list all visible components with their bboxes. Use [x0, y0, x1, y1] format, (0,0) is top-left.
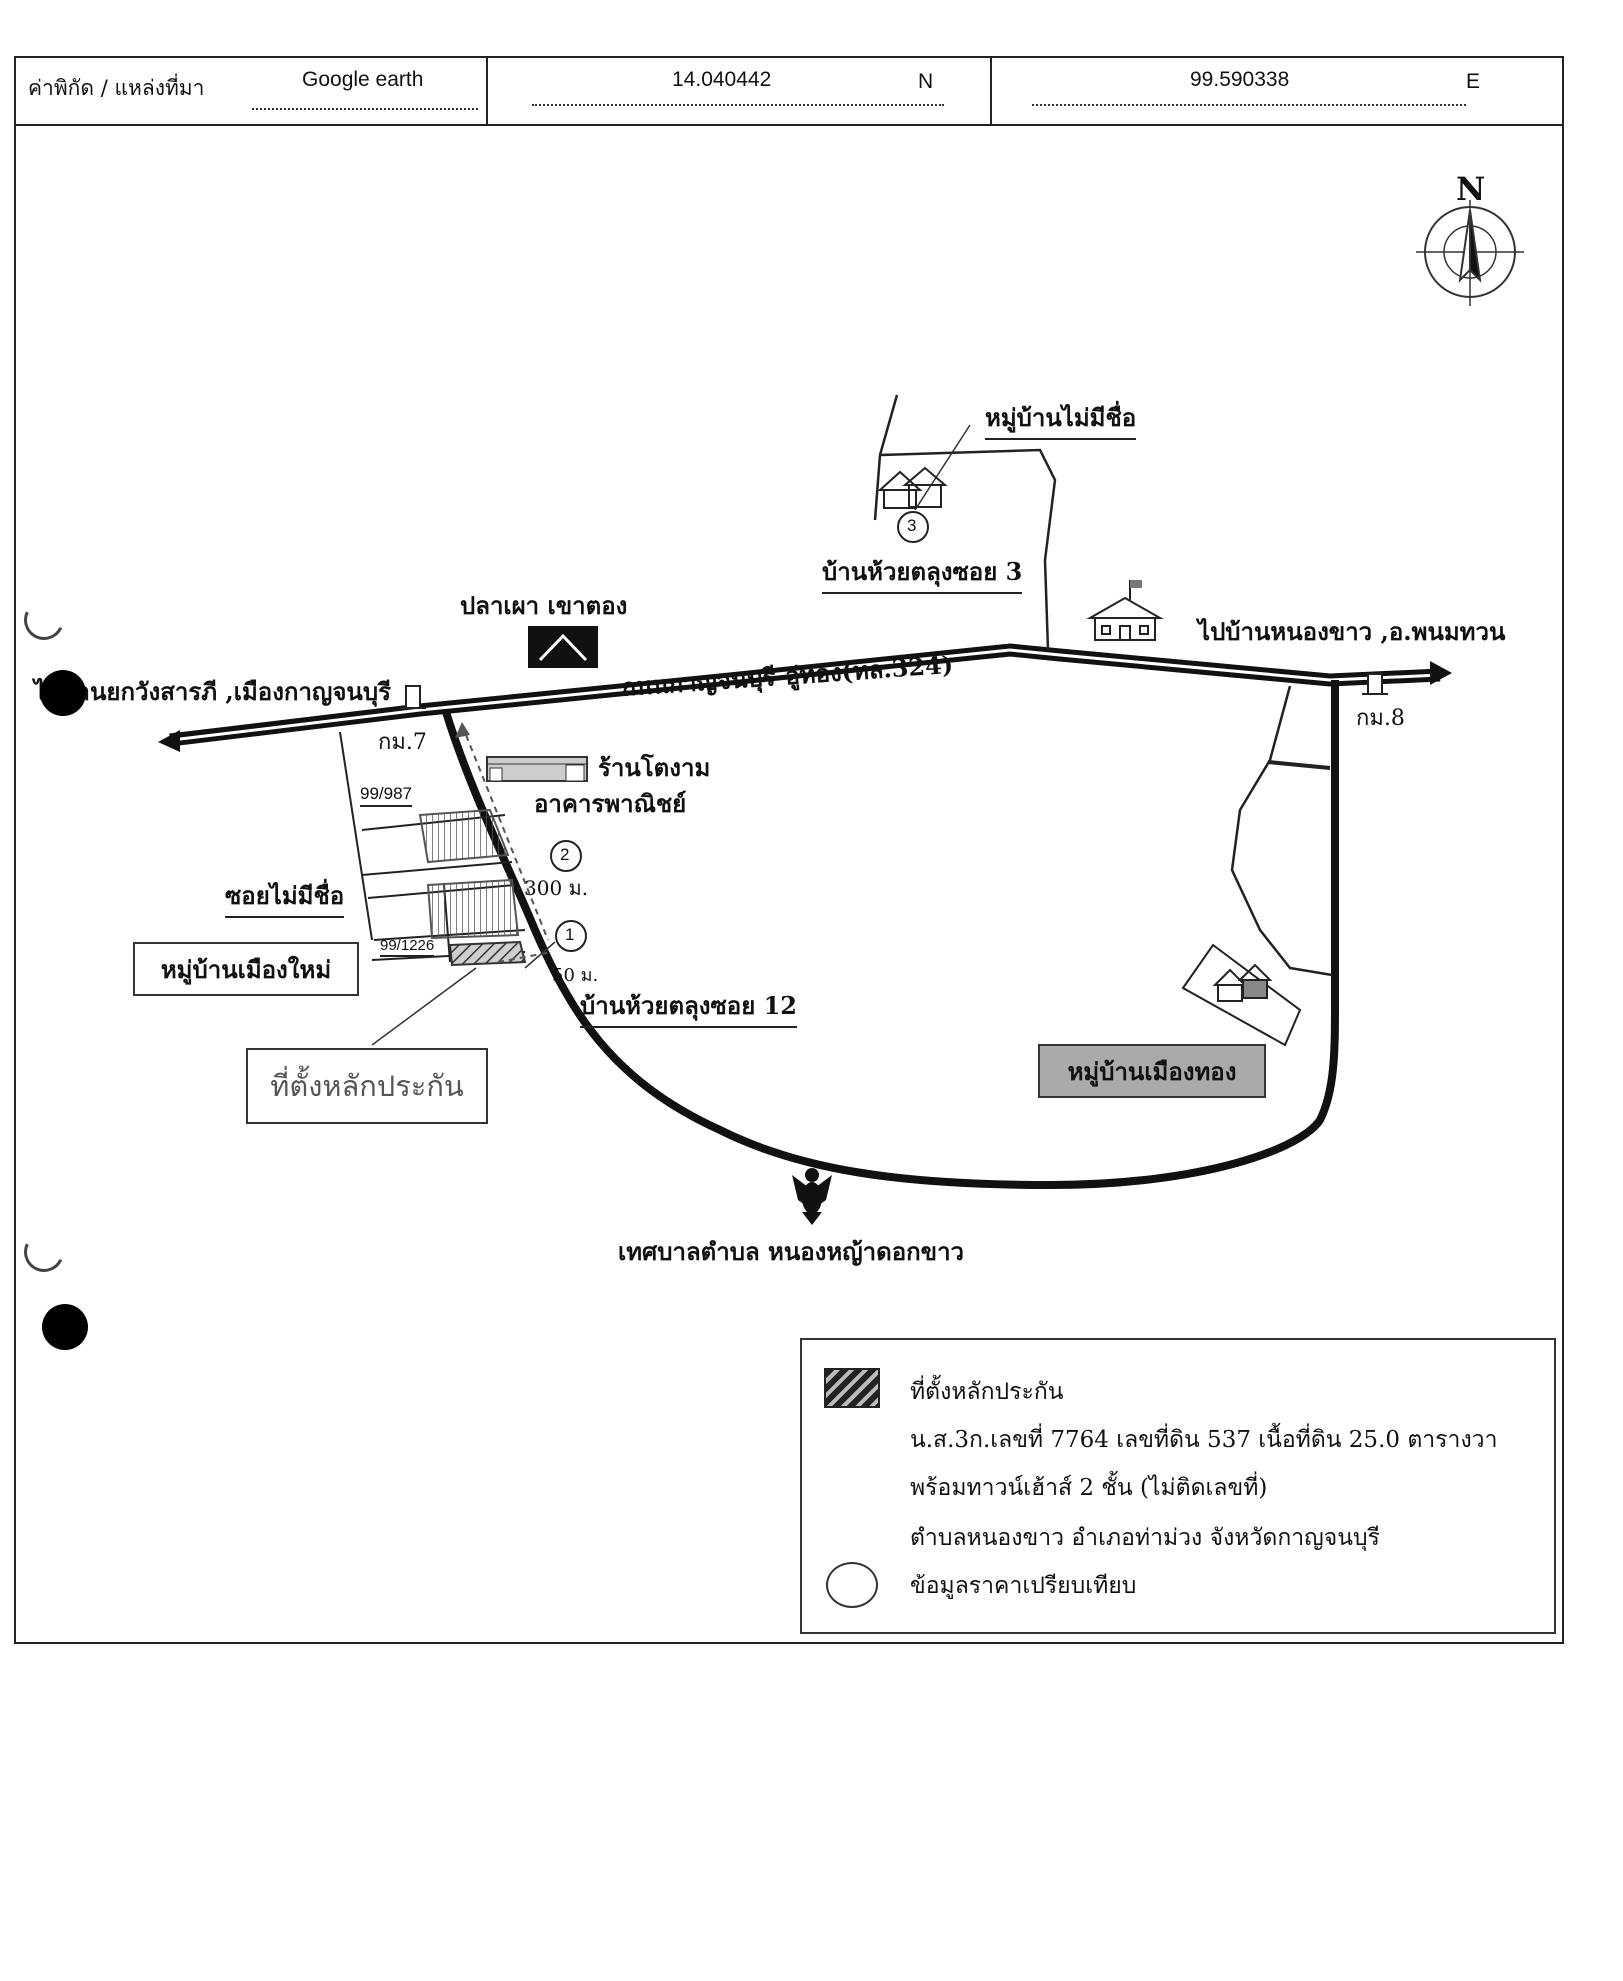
source-dots — [252, 108, 478, 110]
marker-1-number: 1 — [565, 925, 575, 944]
marker-3-number: 3 — [907, 516, 917, 535]
binder-hole-top — [40, 670, 86, 716]
pointer-line — [371, 967, 477, 1046]
distance-50-label: 50 ม. — [552, 965, 599, 986]
legend-location: ตำบลหนองขาว อำเภอท่าม่วง จังหวัดกาญจนบุร… — [910, 1525, 1380, 1551]
municipality-label: เทศบาลตำบล หนองหญ้าดอกขาว — [618, 1237, 965, 1266]
longitude-dots — [1032, 104, 1466, 106]
km8-post-icon — [1362, 673, 1388, 695]
restaurant-label: ปลาเผา เขาตอง — [460, 591, 628, 620]
latitude-dots — [532, 104, 944, 106]
marker-1 — [555, 920, 587, 952]
village-north-house-icon — [877, 466, 948, 509]
plot-99-1226: 99/1226 — [380, 937, 435, 957]
shop-building-icon — [486, 756, 588, 782]
compass-rose-icon — [1416, 200, 1524, 306]
soi-unnamed-label: ซอยไม่มีชื่อ — [225, 876, 345, 918]
village-new-box: หมู่บ้านเมืองใหม่ — [133, 942, 359, 996]
legend-comparison: ข้อมูลราคาเปรียบเทียบ — [910, 1573, 1137, 1599]
east-lanes — [1230, 685, 1333, 977]
km7-post-icon — [400, 685, 426, 709]
marker-3 — [897, 511, 929, 543]
collateral-hatch-swatch — [824, 1368, 880, 1408]
to-west-label: ไปบ้านยกวังสารภี ,เมืองกาญจนบุรี — [34, 677, 391, 706]
latitude-cell: 14.040442 N — [488, 56, 992, 124]
map-frame — [14, 56, 1564, 1644]
soi3-label: บ้านห้วยตลุงซอย 3 — [822, 552, 1023, 594]
north-label: N — [1456, 170, 1486, 208]
village-thong-box: หมู่บ้านเมืองทอง — [1038, 1044, 1266, 1098]
longitude-cell: 99.590338 E — [992, 56, 1564, 124]
marker-2-number: 2 — [560, 845, 570, 864]
legend-deed: น.ส.3ก.เลขที่ 7764 เลขที่ดิน 537 เนื้อที… — [910, 1427, 1498, 1453]
latitude-value: 14.040442 — [672, 68, 772, 91]
shop-label: ร้านโตงาม — [598, 753, 711, 782]
coord-label: ค่าพิกัด / แหล่งที่มา — [28, 76, 205, 100]
school-icon — [1086, 580, 1164, 641]
garuda-emblem-icon — [792, 1168, 832, 1225]
village-unnamed-label: หมู่บ้านไม่มีชื่อ — [985, 398, 1137, 440]
loop-road — [442, 680, 1339, 1190]
to-east-label: ไปบ้านหนองขาว ,อ.พนมทวน — [1198, 617, 1506, 646]
local-lots — [339, 731, 527, 967]
legend-collateral-title: ที่ตั้งหลักประกัน — [910, 1379, 1064, 1405]
marker3-leader — [914, 424, 971, 511]
coordinate-header: ค่าพิกัด / แหล่งที่มา Google earth 14.04… — [14, 56, 1564, 126]
longitude-value: 99.590338 — [1190, 68, 1290, 91]
main-highway — [158, 643, 1452, 752]
legend-box: ที่ตั้งหลักประกัน น.ส.3ก.เลขที่ 7764 เลข… — [800, 1338, 1556, 1634]
north-road — [873, 394, 1057, 651]
distance-300-label: 300 ม. — [524, 876, 589, 900]
legend-building: พร้อมทาวน์เฮ้าส์ 2 ชั้น (ไม่ติดเลขที่) — [910, 1475, 1268, 1501]
latitude-suffix: N — [918, 70, 934, 93]
km7-label: กม.7 — [378, 730, 427, 755]
km8-label: กม.8 — [1356, 706, 1405, 731]
restaurant-sign-icon — [528, 626, 598, 668]
source-cell: ค่าพิกัด / แหล่งที่มา Google earth — [14, 56, 488, 124]
longitude-suffix: E — [1466, 70, 1481, 93]
village-east-house-icon — [1181, 943, 1302, 1047]
distance-guide — [455, 722, 553, 963]
marker1-leader — [524, 941, 556, 969]
collateral-site-box: ที่ตั้งหลักประกัน — [246, 1048, 488, 1124]
marker-2 — [550, 840, 582, 872]
commercial-label: อาคารพาณิชย์ — [534, 789, 687, 818]
binder-hole-bottom — [42, 1304, 88, 1350]
comparison-circle-icon — [826, 1562, 878, 1608]
plot-99-987: 99/987 — [360, 784, 412, 807]
source-value: Google earth — [302, 68, 424, 91]
soi12-label: บ้านห้วยตลุงซอย 12 — [580, 986, 798, 1028]
